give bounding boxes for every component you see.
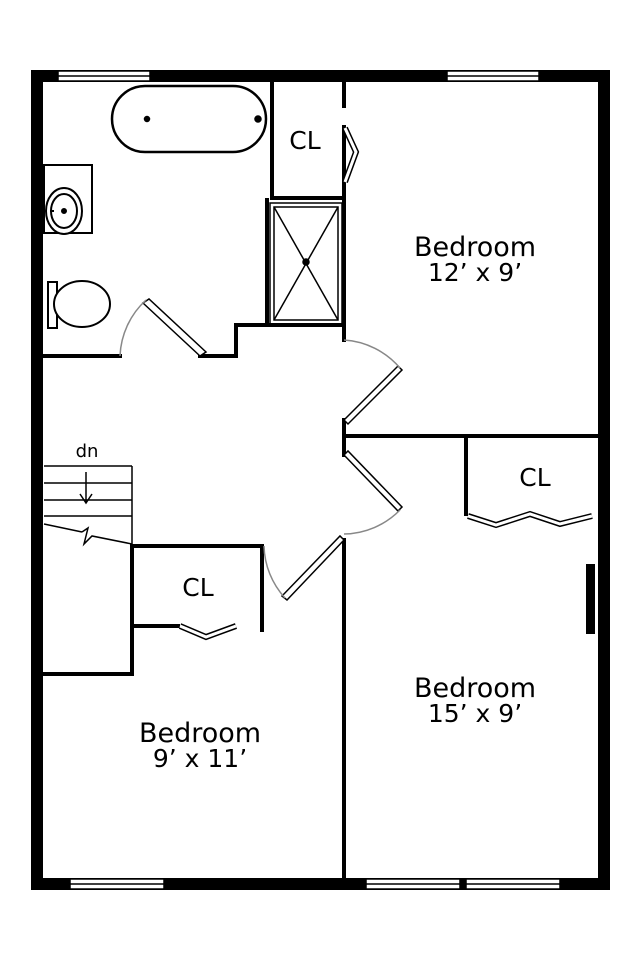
wall-unit bbox=[586, 564, 595, 634]
room-dims-bedroom-lower-left: 9’ x 11’ bbox=[153, 744, 247, 773]
room-dims-bedroom-lower-right: 15’ x 9’ bbox=[428, 699, 522, 728]
room-name-bedroom-lower-right: Bedroom bbox=[414, 673, 536, 704]
linen-chute bbox=[269, 202, 343, 325]
windows bbox=[57, 70, 561, 890]
closet-label-lower-left: CL bbox=[182, 573, 213, 602]
room-dims-bedroom-upper-right: 12’ x 9’ bbox=[428, 258, 522, 287]
bathtub bbox=[110, 84, 268, 154]
closet-label-bath: CL bbox=[289, 126, 320, 155]
closet-label-lower-right: CL bbox=[519, 463, 550, 492]
interior-walls bbox=[42, 82, 598, 878]
door-swings bbox=[119, 299, 401, 599]
exterior-wall bbox=[31, 70, 610, 890]
toilet bbox=[47, 280, 111, 329]
stairs bbox=[43, 465, 133, 547]
vanity-sink bbox=[43, 164, 93, 235]
room-name-bedroom-upper-right: Bedroom bbox=[414, 232, 536, 263]
stairs-down-label: dn bbox=[76, 441, 99, 462]
room-name-bedroom-lower-left: Bedroom bbox=[139, 718, 261, 749]
doors bbox=[141, 126, 593, 641]
